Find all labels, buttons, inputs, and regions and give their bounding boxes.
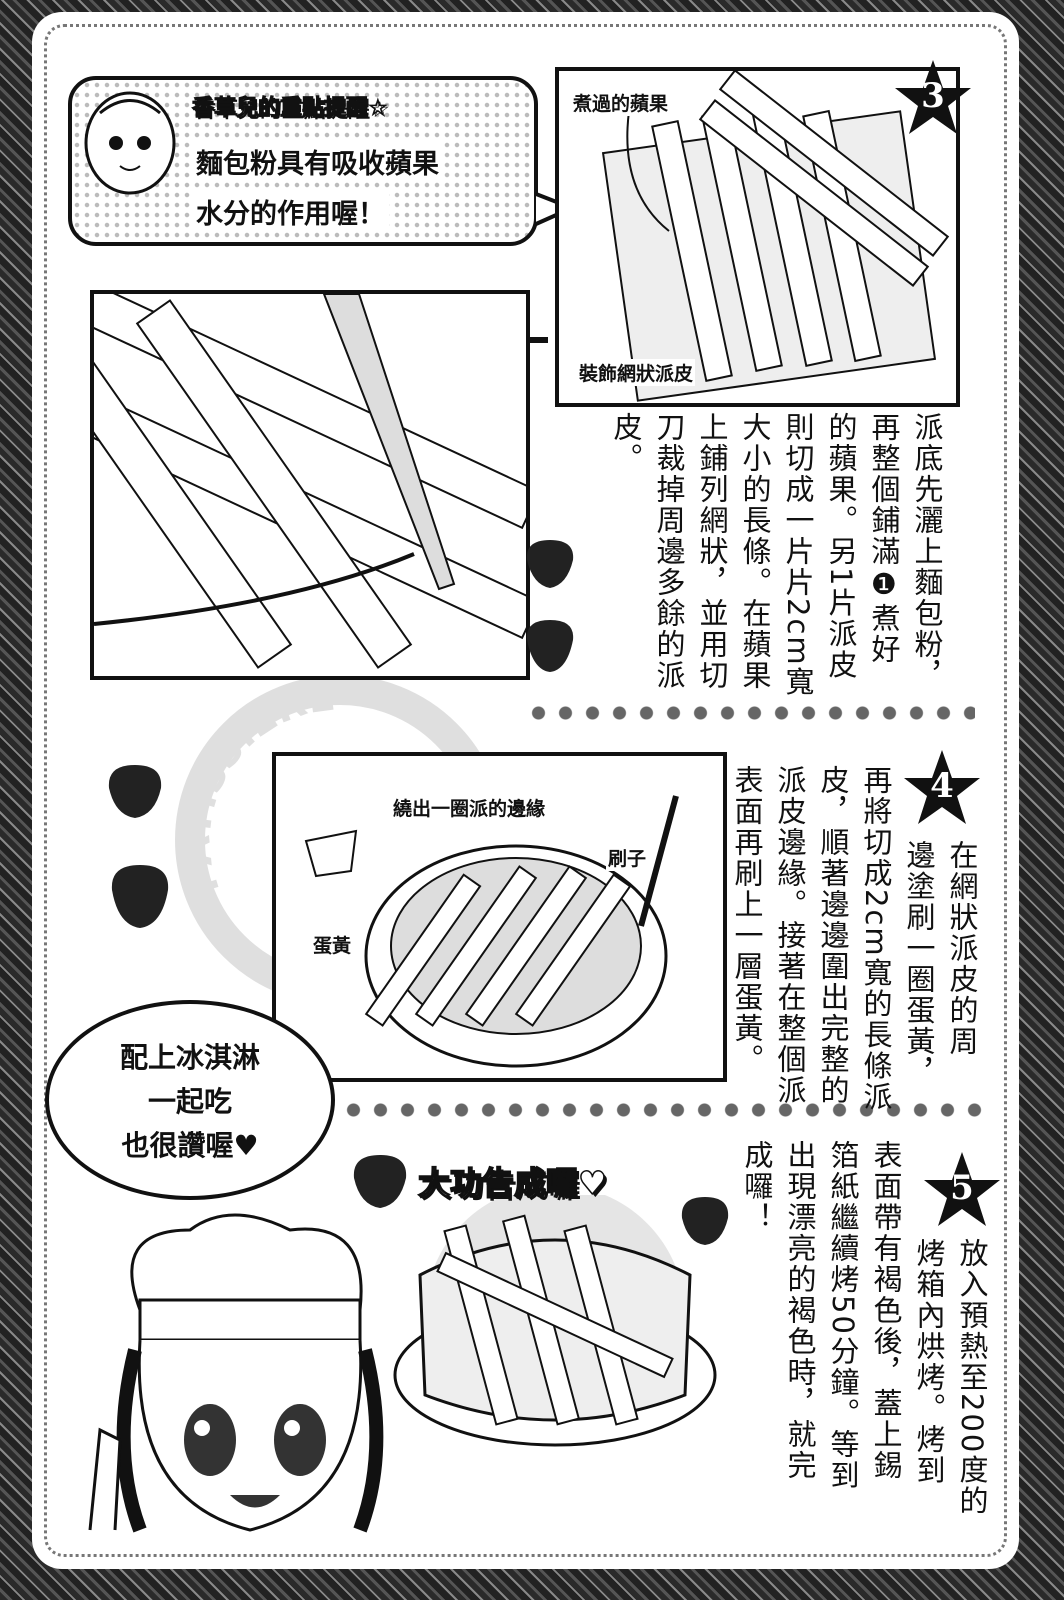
- step5-line: 表面帶有褐色後，蓋上錫: [869, 1140, 903, 1481]
- step3-line: 的蘋果。另1片派皮: [824, 412, 858, 681]
- finished-banner: 大功告成囉♥: [417, 1163, 607, 1203]
- step3-number: 3: [921, 76, 945, 116]
- strawberry-icons: [108, 765, 169, 928]
- step4-line: 皮，順著邊邊圍出完整的: [816, 765, 850, 1106]
- step3-line: 上鋪列網狀，並用切: [695, 412, 729, 691]
- step5-line: 放入預熱至200度的: [955, 1238, 989, 1517]
- vanilla-avatar: [84, 91, 176, 195]
- step5-star-icon: [924, 1152, 1000, 1226]
- tip-line-2: 水分的作用喔！: [192, 192, 389, 231]
- knife-trimming-drawing: [15, 278, 541, 669]
- label-egg-yolk: 蛋黃: [311, 931, 354, 958]
- step3-star-icon: [895, 60, 971, 134]
- step4-line: 再將切成2cm寬的長條派: [859, 765, 893, 1113]
- step4-illustration: 繞出一圈派的邊緣 刷子 蛋黃: [272, 752, 727, 1082]
- label-brush: 刷子: [606, 844, 649, 871]
- dotted-divider: [340, 1103, 990, 1117]
- speech-line: 配上冰淇淋: [119, 1041, 260, 1074]
- step5-line: 出現漂亮的褐色時，就完: [783, 1140, 817, 1481]
- step3-line: 則切成一片片2cm寬: [781, 412, 815, 698]
- step3-line: 刀裁掉周邊多餘的派: [652, 412, 686, 691]
- step3-line: 皮。: [609, 412, 643, 474]
- speech-bubble: 配上冰淇淋 一起吃 也很讚喔♥: [45, 1000, 335, 1200]
- speech-line: 也很讚喔♥: [121, 1129, 259, 1162]
- tip-bubble: 香草兒的重點提醒☆ 麵包粉具有吸收蘋果 水分的作用喔！: [68, 76, 538, 246]
- step4-number: 4: [930, 766, 954, 806]
- step3-line: 派底先灑上麵包粉，: [910, 412, 944, 691]
- tip-title: 香草兒的重點提醒☆: [192, 96, 389, 122]
- label-lattice-crust: 裝飾網狀派皮: [577, 359, 696, 386]
- strawberry-icon: [681, 1197, 729, 1245]
- step5-line: 烤箱內烘烤。烤到: [912, 1238, 946, 1486]
- finished-pie-drawing: [393, 1195, 717, 1447]
- speech-line: 一起吃: [147, 1085, 232, 1118]
- strawberry-icon: [353, 1155, 407, 1208]
- step4-line: 派皮邊緣。接著在整個派: [773, 765, 807, 1106]
- step4-line: 在網狀派皮的周: [945, 840, 979, 1057]
- step5-number: 5: [950, 1168, 974, 1208]
- step3-line: 大小的長條。在蘋果: [738, 412, 772, 691]
- tip-line-1: 麵包粉具有吸收蘋果: [192, 142, 443, 181]
- chef-girl-drawing: [88, 1213, 384, 1533]
- step3-closeup-illustration: [15, 278, 541, 680]
- step5-line: 成囉！: [740, 1140, 774, 1233]
- step4-star-icon: [904, 750, 980, 824]
- label-pie-edge: 繞出一圈派的邊緣: [391, 794, 548, 821]
- step5-line: 箔紙繼續烤50分鐘。等到: [826, 1140, 860, 1491]
- label-boiled-apple: 煮過的蘋果: [571, 89, 671, 116]
- step3-illustration: 煮過的蘋果 裝飾網狀派皮: [555, 67, 960, 407]
- step4-line: 表面再刷上一層蛋黃。: [730, 765, 764, 1075]
- lattice-pie-drawing: [601, 69, 950, 402]
- pie-edge-drawing: [304, 795, 679, 1068]
- step4-line: 邊塗刷一圈蛋黃，: [902, 840, 936, 1088]
- strawberry-icons: [526, 540, 574, 672]
- step3-line: 再整個鋪滿❶煮好: [867, 412, 901, 665]
- dotted-divider: [525, 706, 975, 720]
